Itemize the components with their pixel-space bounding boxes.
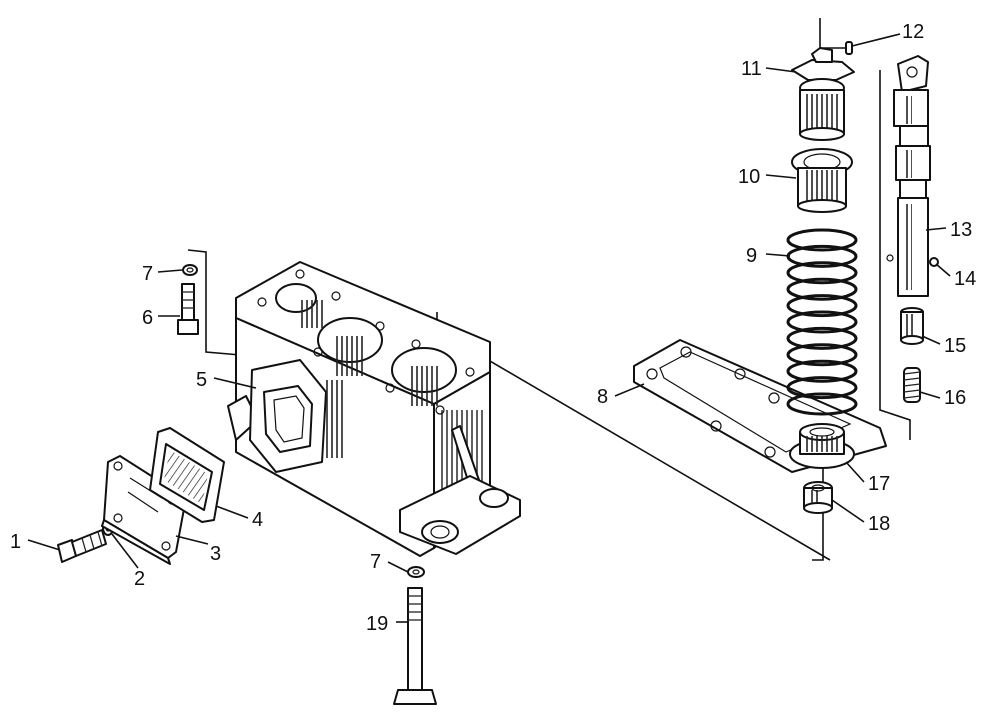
- small-spring-part-16: [903, 367, 921, 403]
- callout-1: 1: [10, 531, 21, 553]
- washer-part-7-bottom: [407, 566, 425, 578]
- callout-labels: 1 2 3 4 5 6 7 7 8 9 10 11 12 13 14 15 16…: [10, 21, 976, 635]
- spring-coil: [786, 294, 858, 318]
- callout-15: 15: [944, 335, 966, 357]
- spring-coil: [786, 359, 858, 383]
- callout-14: 14: [954, 268, 976, 290]
- callout-11: 11: [741, 58, 762, 80]
- callout-18: 18: [868, 513, 890, 535]
- callout-4: 4: [252, 509, 263, 531]
- callout-5: 5: [196, 369, 207, 391]
- gasket-part-4: [149, 427, 225, 523]
- callout-8: 8: [597, 386, 608, 408]
- callout-3: 3: [210, 543, 221, 565]
- callout-7-top: 7: [142, 263, 153, 285]
- callout-6: 6: [142, 307, 153, 329]
- callout-19: 19: [366, 613, 388, 635]
- seat-part-17: [789, 423, 855, 469]
- callout-13: 13: [950, 219, 972, 241]
- bolt-part-1: [57, 529, 107, 563]
- stem-part-13: [886, 55, 931, 297]
- spring-coil: [786, 392, 858, 416]
- callout-2: 2: [134, 568, 145, 590]
- plunger-part-15: [900, 307, 924, 345]
- callout-9: 9: [746, 245, 757, 267]
- bushing-part-10: [791, 148, 853, 213]
- pin-part-12: [845, 41, 853, 55]
- leader-lines: [27, 33, 951, 623]
- housing-part-5: [227, 261, 521, 557]
- callout-7-bottom: 7: [370, 551, 381, 573]
- spring-coil: [786, 376, 858, 400]
- spring-part-9: [786, 228, 858, 416]
- spring-coil: [786, 326, 858, 350]
- washer-part-7-top: [182, 264, 198, 276]
- spring-coil: [786, 343, 858, 367]
- long-bolt-part-19: [393, 587, 437, 705]
- callout-17: 17: [868, 473, 890, 495]
- spring-coil: [786, 228, 858, 252]
- callout-16: 16: [944, 387, 966, 409]
- bolt-part-6: [177, 283, 199, 335]
- spring-coil: [786, 261, 858, 285]
- spring-coil: [786, 310, 858, 334]
- nut-part-18: [803, 481, 833, 514]
- callout-10: 10: [738, 166, 760, 188]
- spring-coil: [786, 277, 858, 301]
- cap-part-11: [791, 47, 855, 141]
- callout-12: 12: [902, 21, 924, 43]
